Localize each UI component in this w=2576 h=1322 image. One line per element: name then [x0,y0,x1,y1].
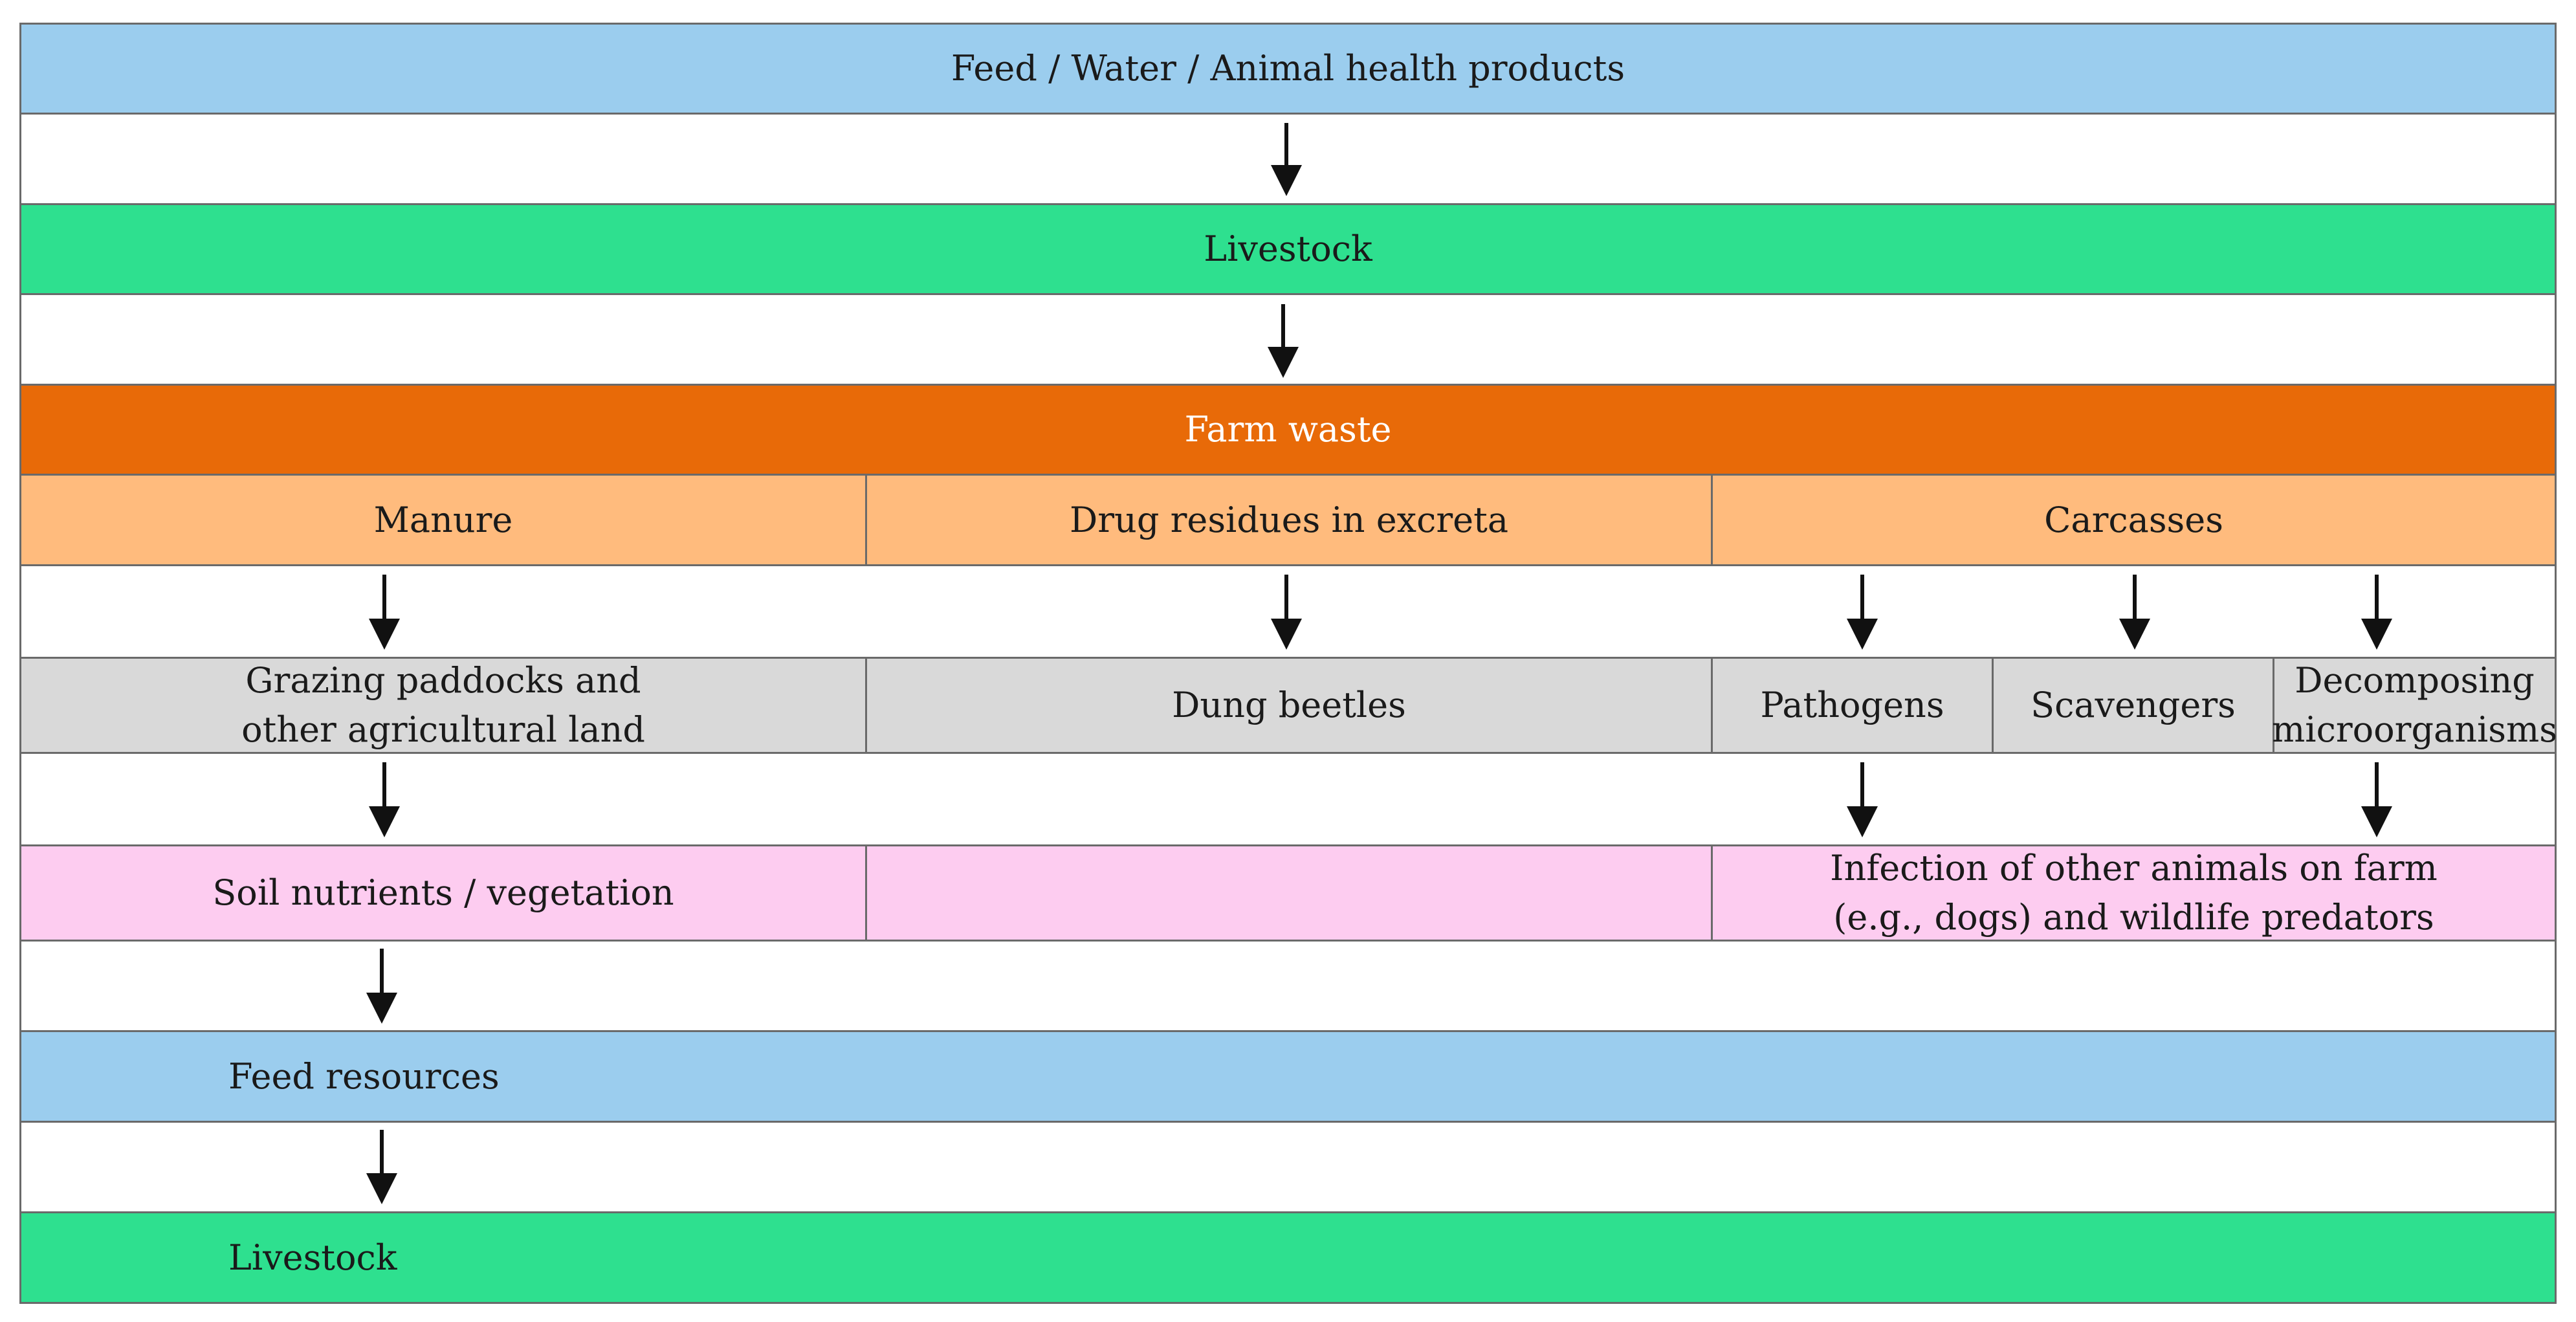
pathogens-label: Pathogens [1760,685,1944,726]
spacer-row-2 [19,293,2557,386]
spacer-row-6 [19,940,2557,1032]
drug-residues-box: Drug residues in excreta [865,474,1713,566]
soil-nutrients-box: Soil nutrients / vegetation [19,844,867,942]
decomposing-microorganisms-box: Decomposing microorganisms [2272,656,2557,754]
farm-waste-box: Farm waste [19,384,2557,476]
feed-water-health-products-label: Feed / Water / Animal health products [951,48,1625,89]
grazing-paddocks-box: Grazing paddocks and other agricultural … [19,657,867,754]
feed-water-health-products-box: Feed / Water / Animal health products [19,23,2557,115]
livestock-bottom-box: Livestock [19,1211,2557,1304]
spacer-row-7 [19,1121,2557,1213]
infection-line-2: (e.g., dogs) and wildlife predators [1833,897,2434,938]
dung-beetles-label: Dung beetles [1172,685,1406,726]
pathogens-box: Pathogens [1711,657,1994,754]
infection-text: Infection of other animals on farm (e.g.… [1830,844,2438,942]
livestock-label: Livestock [1204,228,1372,270]
dung-beetles-box: Dung beetles [865,657,1713,754]
empty-outcome-box [865,844,1713,942]
scavengers-box: Scavengers [1992,657,2274,754]
feed-resources-box: Feed resources [19,1030,2557,1123]
decomposing-microorganisms-text: Decomposing microorganisms [2272,656,2557,754]
carcasses-box: Carcasses [1711,474,2557,566]
spacer-row-4 [19,564,2557,659]
manure-label: Manure [373,499,513,540]
livestock-box: Livestock [19,203,2557,295]
drug-residues-label: Drug residues in excreta [1069,499,1509,540]
scavengers-label: Scavengers [2031,685,2236,726]
grazing-paddocks-text: Grazing paddocks and other agricultural … [241,656,645,754]
infection-box: Infection of other animals on farm (e.g.… [1711,844,2557,942]
livestock-bottom-label: Livestock [228,1237,397,1278]
decomposing-line-1: Decomposing [2295,660,2535,701]
decomposing-line-2: microorganisms [2272,709,2557,750]
manure-box: Manure [19,474,867,566]
spacer-row-1 [19,113,2557,205]
grazing-paddocks-line-1: Grazing paddocks and [245,660,641,701]
feed-resources-label: Feed resources [228,1055,500,1097]
farm-waste-label: Farm waste [1184,409,1392,450]
grazing-paddocks-line-2: other agricultural land [241,709,645,750]
spacer-row-5 [19,752,2557,846]
infection-line-1: Infection of other animals on farm [1830,848,2438,889]
soil-nutrients-label: Soil nutrients / vegetation [212,872,674,914]
carcasses-label: Carcasses [2044,499,2223,540]
